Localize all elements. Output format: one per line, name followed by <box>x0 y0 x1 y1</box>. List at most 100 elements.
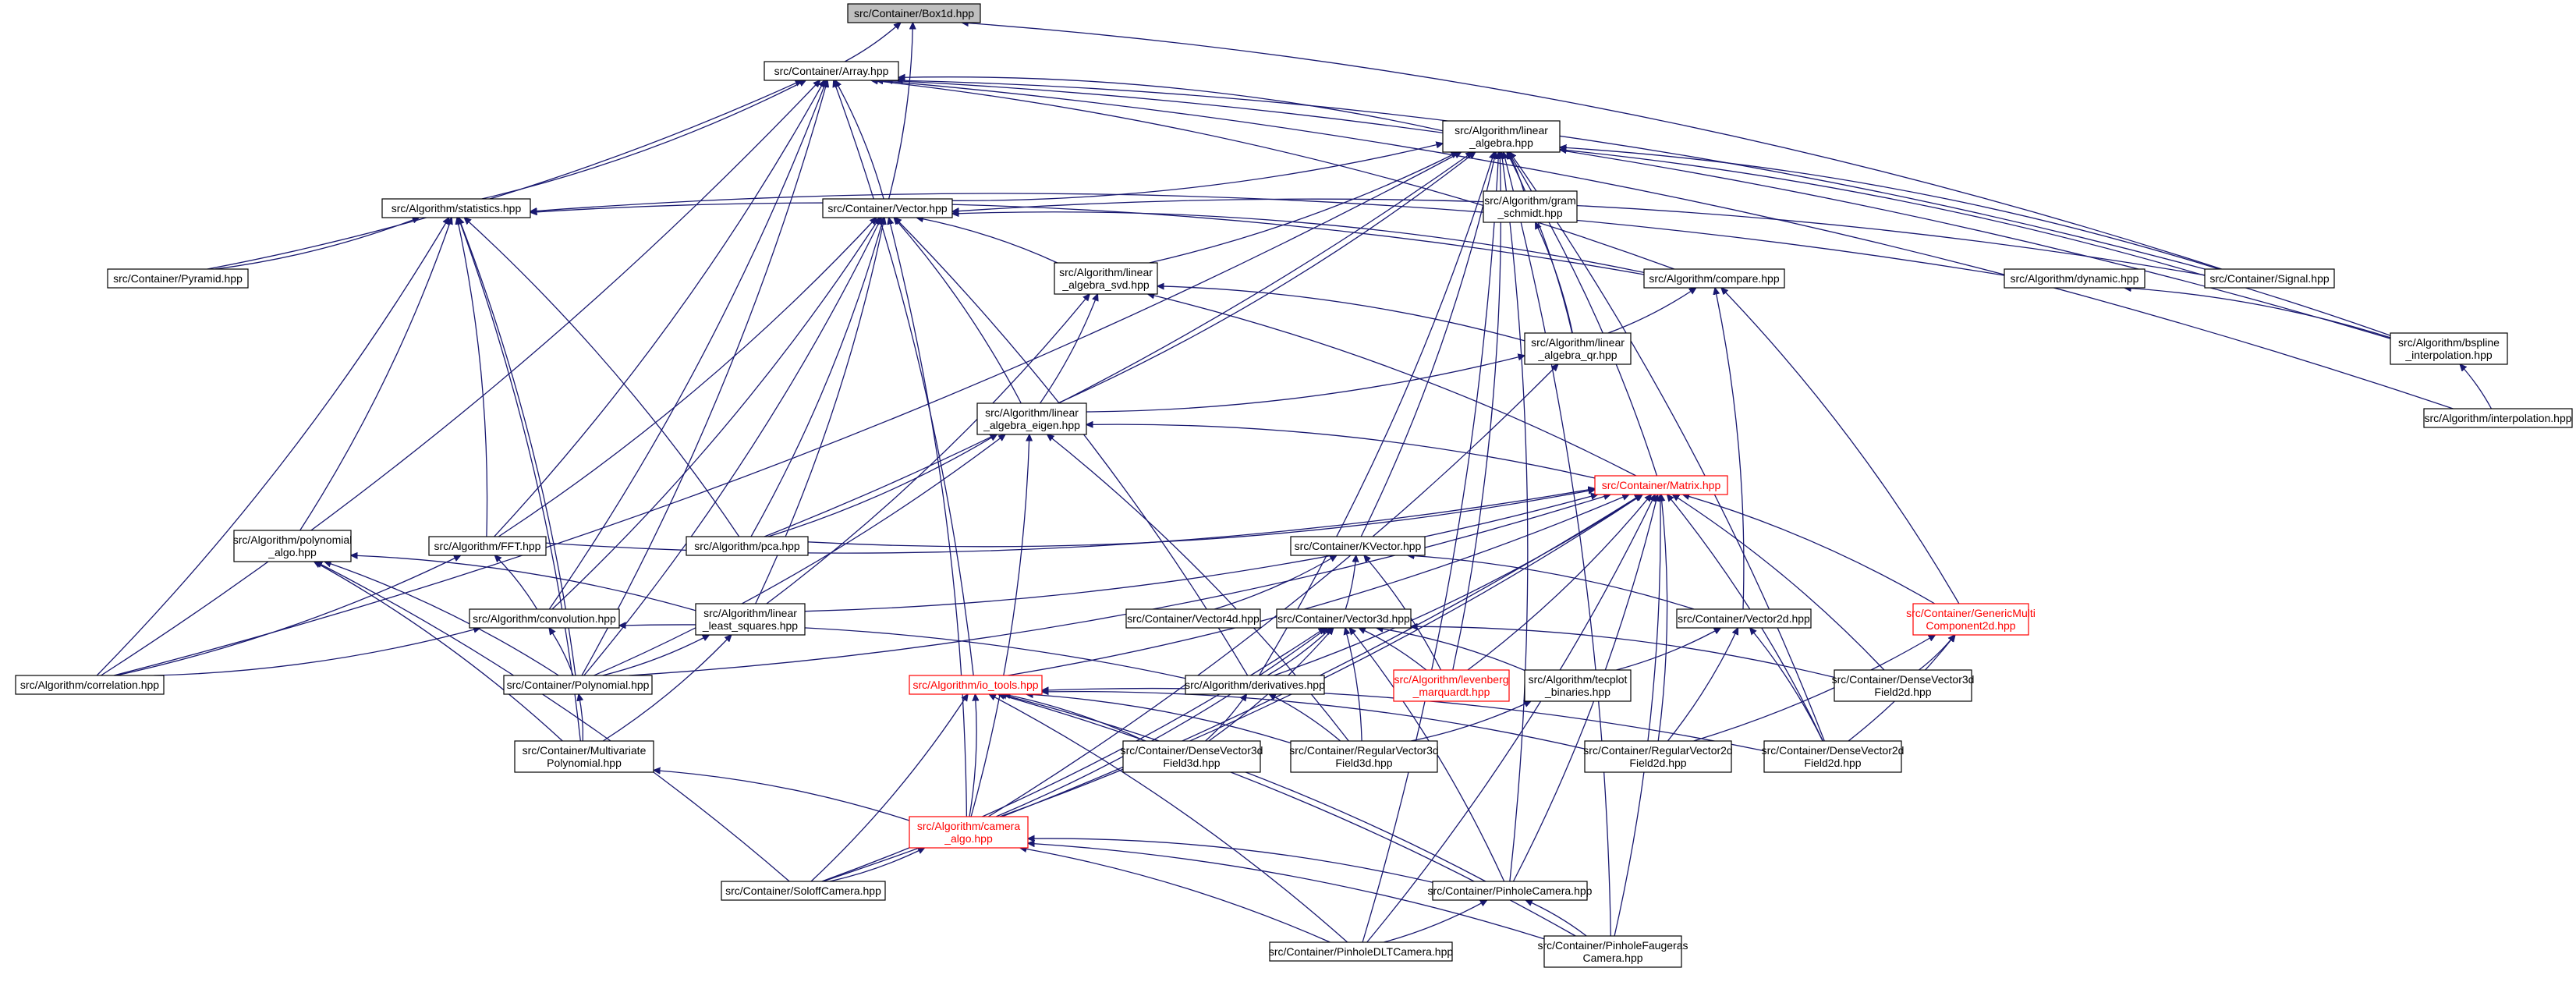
node-soloff[interactable]: src/Container/SoloffCamera.hpp <box>721 881 886 901</box>
edge-levenberg-to-matrix <box>1467 495 1651 671</box>
edge-pinholedlt-to-pinhole <box>1384 900 1486 943</box>
node-lineigen[interactable]: src/Algorithm/linear_algebra_eigen.hpp <box>976 402 1087 435</box>
edge-compare-to-array <box>871 80 1675 270</box>
edge-iotools-to-matrix <box>1008 495 1629 676</box>
edge-camera-to-matrix <box>999 495 1642 817</box>
edge-pinholedlt-to-iotools <box>989 694 1348 943</box>
node-label: src/Algorithm/interpolation.hpp <box>2424 412 2571 424</box>
node-label: src/Algorithm/compare.hpp <box>1649 272 1780 285</box>
edge-pinholedlt-to-matrix <box>1366 495 1656 943</box>
edge-vector2d-to-kvector <box>1408 555 1695 610</box>
node-label: Field3d.hpp <box>1335 757 1392 769</box>
edge-linsvd-to-vector <box>916 218 1058 264</box>
edge-linqr-to-compare <box>1607 288 1696 334</box>
node-box <box>1483 190 1578 223</box>
edge-rv2df2d-to-matrix <box>1657 495 1668 742</box>
node-label: src/Container/GenericMulti <box>1906 607 2036 619</box>
node-array[interactable]: src/Container/Array.hpp <box>764 61 899 81</box>
edge-rv3df3d-to-iotools <box>1026 694 1292 744</box>
node-label: Camera.hpp <box>1582 952 1642 964</box>
edge-dv3df2d-to-genmulti <box>1919 635 1955 671</box>
node-label: _algebra_qr.hpp <box>1537 349 1617 361</box>
node-iotools[interactable]: src/Algorithm/io_tools.hpp <box>909 675 1043 695</box>
edge-polynomial-to-lineigen <box>594 434 1005 676</box>
node-label: src/Algorithm/linear <box>1531 336 1625 349</box>
edge-compare-to-vector <box>952 212 1645 274</box>
node-interp[interactable]: src/Algorithm/interpolation.hpp <box>2423 408 2573 428</box>
node-polyalgo[interactable]: src/Algorithm/polynomial_algo.hpp <box>233 530 353 562</box>
node-label: src/Container/KVector.hpp <box>1295 540 1422 552</box>
node-label: src/Algorithm/linear <box>1455 124 1548 136</box>
node-compare[interactable]: src/Algorithm/compare.hpp <box>1643 268 1785 289</box>
node-vector2d[interactable]: src/Container/Vector2d.hpp <box>1676 608 1812 629</box>
edge-pca-to-linalg <box>764 152 1472 537</box>
node-bspline[interactable]: src/Algorithm/bspline_interpolation.hpp <box>2390 332 2508 365</box>
edge-linqr-to-gram <box>1536 222 1573 334</box>
node-pca[interactable]: src/Algorithm/pca.hpp <box>686 536 809 556</box>
edge-vector-to-linalg <box>951 144 1443 201</box>
node-label: Component2d.hpp <box>1926 619 2015 632</box>
edge-lineigen-to-linsvd <box>1040 294 1098 404</box>
node-linsvd[interactable]: src/Algorithm/linear_algebra_svd.hpp <box>1054 262 1158 295</box>
edge-kvector-to-linalg <box>1360 152 1496 537</box>
edge-tecplot-to-vector3d <box>1377 628 1525 672</box>
node-pyramid[interactable]: src/Container/Pyramid.hpp <box>107 268 249 289</box>
node-label: Polynomial.hpp <box>547 757 622 769</box>
node-label: Field2d.hpp <box>1629 757 1686 769</box>
node-box <box>1543 935 1682 968</box>
node-box <box>2004 268 2145 289</box>
node-vector3d[interactable]: src/Container/Vector3d.hpp <box>1276 608 1412 629</box>
node-correl[interactable]: src/Algorithm/correlation.hpp <box>15 675 165 695</box>
node-linalg[interactable]: src/Algorithm/linear_algebra.hpp <box>1442 120 1561 153</box>
node-tecplot[interactable]: src/Algorithm/tecplot_binaries.hpp <box>1524 669 1632 702</box>
node-linlsq[interactable]: src/Algorithm/linear_least_squares.hpp <box>695 603 806 636</box>
node-signal[interactable]: src/Container/Signal.hpp <box>2204 268 2335 289</box>
node-box <box>1125 608 1261 629</box>
node-matrix[interactable]: src/Container/Matrix.hpp <box>1594 475 1728 495</box>
edge-signal-to-box1d <box>962 23 2222 270</box>
node-genmulti[interactable]: src/Container/GenericMultiComponent2d.hp… <box>1906 603 2036 636</box>
node-vector4d[interactable]: src/Container/Vector4d.hpp <box>1125 608 1261 629</box>
edge-pyramid-to-stats <box>214 218 420 270</box>
node-conv[interactable]: src/Algorithm/convolution.hpp <box>469 608 620 629</box>
node-box <box>976 402 1087 435</box>
edge-linlsq-to-linsvd <box>766 294 1090 604</box>
edge-bspline-to-array <box>886 80 2391 339</box>
node-label: _algebra_svd.hpp <box>1061 278 1150 291</box>
edge-polynomial-to-matrix <box>629 495 1610 676</box>
node-label: src/Algorithm/dynamic.hpp <box>2011 272 2139 285</box>
node-box <box>1276 608 1412 629</box>
node-vector[interactable]: src/Container/Vector.hpp <box>822 198 953 218</box>
edge-pinholefaug-to-matrix <box>1614 495 1660 937</box>
edge-rv3df3d-to-deriv <box>1269 694 1341 742</box>
edge-deriv-to-linalg <box>1258 152 1494 676</box>
node-label: src/Algorithm/correlation.hpp <box>20 679 159 691</box>
node-gram[interactable]: src/Algorithm/gram_schmidt.hpp <box>1483 190 1578 223</box>
node-camera[interactable]: src/Algorithm/camera_algo.hpp <box>909 816 1029 849</box>
node-box <box>721 881 886 901</box>
node-box <box>514 740 654 773</box>
edge-dv3df3d-to-deriv <box>1205 694 1247 742</box>
node-box1d[interactable]: src/Container/Box1d.hpp <box>847 3 981 23</box>
node-dynamic[interactable]: src/Algorithm/dynamic.hpp <box>2004 268 2145 289</box>
node-linqr[interactable]: src/Algorithm/linear_algebra_qr.hpp <box>1524 332 1632 365</box>
node-kvector[interactable]: src/Container/KVector.hpp <box>1290 536 1426 556</box>
node-pinholedlt[interactable]: src/Container/PinholeDLTCamera.hpp <box>1269 941 1454 962</box>
node-fft[interactable]: src/Algorithm/FFT.hpp <box>428 536 547 556</box>
node-stats[interactable]: src/Algorithm/statistics.hpp <box>381 198 531 218</box>
node-label: _least_squares.hpp <box>702 619 798 632</box>
node-levenberg[interactable]: src/Algorithm/levenberg_marquardt.hpp <box>1393 669 1510 702</box>
edge-soloff-to-iotools <box>810 694 968 882</box>
node-pinhole[interactable]: src/Container/PinholeCamera.hpp <box>1428 881 1593 901</box>
node-label: _marquardt.hpp <box>1412 686 1490 698</box>
node-deriv[interactable]: src/Algorithm/derivatives.hpp <box>1185 675 1325 695</box>
node-polynomial[interactable]: src/Container/Polynomial.hpp <box>503 675 653 695</box>
node-box <box>1912 603 2029 636</box>
